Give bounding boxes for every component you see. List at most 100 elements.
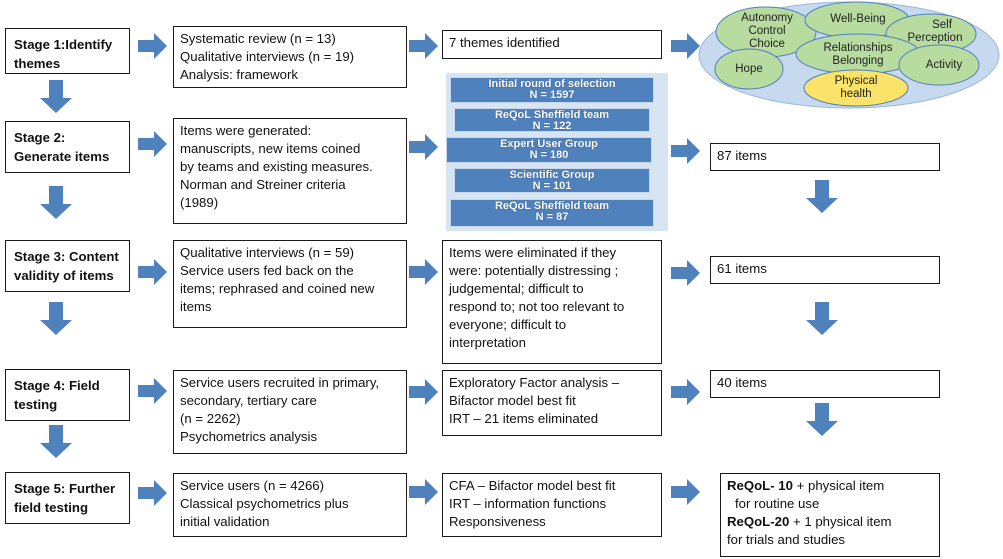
method-4-line-4: Psychometrics analysis xyxy=(180,429,318,444)
theme-relationships-2: Belonging xyxy=(832,55,884,67)
stack-item-5-n: N = 87 xyxy=(535,211,569,223)
method-4-line-3: (n = 2262) xyxy=(180,411,241,426)
stage-2-line-1: Stage 2: xyxy=(14,130,66,145)
selection-stack: Initial round of selection N = 1597 ReQo… xyxy=(446,73,668,231)
ellipse-physical-health xyxy=(803,69,909,107)
stage-1-line-2: themes xyxy=(14,56,61,71)
method-box-2: Items were generated: manuscripts, new i… xyxy=(173,118,407,224)
result-box-5: ReQoL- 10 + physical item for routine us… xyxy=(720,473,940,557)
method-box-4: Service users recruited in primary, seco… xyxy=(173,370,407,454)
result-box-3: 61 items xyxy=(710,256,940,284)
stage-2-box: Stage 2: Generate items xyxy=(5,121,130,173)
stage-1-line-1: Stage 1:Identify xyxy=(14,37,113,52)
analysis-3-line-3: judgemental; difficult to xyxy=(449,281,584,296)
result-5-line-4: for trials and studies xyxy=(727,532,846,547)
stage-5-box: Stage 5: Further field testing xyxy=(5,472,130,524)
reqol-10-rest: + physical item xyxy=(792,478,885,493)
stage-3-line-1: Stage 3: Content xyxy=(14,249,119,264)
theme-hope-label: Hope xyxy=(735,63,763,75)
method-3-line-1: Qualitative interviews (n = 59) xyxy=(180,245,355,260)
method-box-1: Systematic review (n = 13) Qualitative i… xyxy=(173,26,407,88)
theme-physical-2: health xyxy=(840,88,872,100)
stack-item-4-n: N = 101 xyxy=(532,180,572,192)
reqol-10-label: ReQoL- 10 xyxy=(727,478,793,493)
theme-relationships-1: Relationships xyxy=(823,42,893,54)
stack-item-3-n: N = 180 xyxy=(529,149,569,161)
stack-item-1: Initial round of selection N = 1597 xyxy=(450,77,654,103)
analysis-4-line-2: Bifactor model best fit xyxy=(449,393,576,408)
stage-4-line-1: Stage 4: Field xyxy=(14,378,100,393)
stage-4-box: Stage 4: Field testing xyxy=(5,369,130,421)
ellipse-hope xyxy=(714,48,784,90)
stack-item-5: ReQoL Sheffield team N = 87 xyxy=(450,199,654,227)
method-box-3: Qualitative interviews (n = 59) Service … xyxy=(173,240,407,328)
theme-relationships-label: Relationships Belonging xyxy=(808,42,908,68)
stack-item-5-title: ReQoL Sheffield team xyxy=(494,200,610,212)
analysis-3-line-4: respond to; not too relevant to xyxy=(449,299,625,314)
stack-item-2-title: ReQoL Sheffield team xyxy=(494,109,610,121)
analysis-box-1: 7 themes identified xyxy=(442,30,662,59)
theme-autonomy-2: Control xyxy=(748,25,786,37)
method-5-line-1: Service users (n = 4266) xyxy=(180,478,325,493)
stage-1-box: Stage 1:Identify themes xyxy=(5,28,130,74)
method-1-line-1: Systematic review (n = 13) xyxy=(180,31,336,46)
method-2-line-2: manuscripts, new items coined xyxy=(180,141,361,156)
analysis-3-line-2: were: potentially distressing ; xyxy=(449,263,619,278)
analysis-4-line-1: Exploratory Factor analysis – xyxy=(449,375,620,390)
result-5-line-1: ReQoL- 10 + physical item xyxy=(727,477,933,495)
analysis-box-4: Exploratory Factor analysis – Bifactor m… xyxy=(442,370,662,436)
theme-physical-label: Physical health xyxy=(820,75,892,101)
result-5-line-3: ReQoL-20 + 1 physical item xyxy=(727,513,933,531)
theme-activity-label: Activity xyxy=(925,59,963,71)
method-2-line-1: Items were generated: xyxy=(180,123,312,138)
stack-item-2: ReQoL Sheffield team N = 122 xyxy=(454,108,650,132)
theme-autonomy-1: Autonomy xyxy=(741,12,793,24)
theme-wellbeing-label: Well-Being xyxy=(830,13,886,25)
method-4-line-2: secondary, tertiary care xyxy=(180,393,317,408)
stack-item-3-title: Expert User Group xyxy=(500,138,598,150)
result-box-2: 87 items xyxy=(710,143,940,171)
method-5-line-3: initial validation xyxy=(180,514,270,529)
stack-item-3: Expert User Group N = 180 xyxy=(446,137,652,163)
stack-item-2-n: N = 122 xyxy=(532,120,572,132)
method-box-5: Service users (n = 4266) Classical psych… xyxy=(173,473,407,537)
result-2-text: 87 items xyxy=(717,148,767,163)
analysis-5-line-3: Responsiveness xyxy=(449,514,546,529)
stage-2-line-2: Generate items xyxy=(14,149,110,164)
theme-self-1: Self xyxy=(932,19,952,31)
result-5-line-2: for routine use xyxy=(735,496,820,511)
result-4-text: 40 items xyxy=(717,375,767,390)
method-2-line-3: by teams and existing measures. xyxy=(180,159,373,174)
theme-autonomy-label: Autonomy Control Choice xyxy=(736,12,798,51)
ellipse-activity xyxy=(898,44,980,86)
reqol-20-rest: + 1 physical item xyxy=(789,514,892,529)
stack-item-4-title: Scientific Group xyxy=(509,169,595,181)
stage-3-line-2: validity of items xyxy=(14,268,114,283)
stage-5-line-1: Stage 5: Further xyxy=(14,481,116,496)
method-3-line-2: Service users fed back on the xyxy=(180,263,354,278)
analysis-box-5: CFA – Bifactor model best fit IRT – info… xyxy=(442,473,662,537)
method-3-line-4: items xyxy=(180,299,212,314)
theme-self-2: Perception xyxy=(907,32,963,44)
method-2-line-5: (1989) xyxy=(180,195,219,210)
analysis-5-line-2: IRT – information functions xyxy=(449,496,607,511)
method-3-line-3: items; rephrased and coined new xyxy=(180,281,375,296)
theme-autonomy-3: Choice xyxy=(749,38,785,50)
analysis-3-line-5: everyone; difficult to xyxy=(449,317,567,332)
theme-self-perception-label: Self Perception xyxy=(894,19,976,45)
analysis-1-line-1: 7 themes identified xyxy=(449,35,560,50)
stack-item-4: Scientific Group N = 101 xyxy=(454,168,650,193)
method-1-line-3: Analysis: framework xyxy=(180,67,298,82)
stage-5-line-2: field testing xyxy=(14,500,88,515)
result-box-4: 40 items xyxy=(710,370,940,398)
result-3-text: 61 items xyxy=(717,261,767,276)
analysis-box-3: Items were eliminated if they were: pote… xyxy=(442,240,662,364)
stack-item-1-n: N = 1597 xyxy=(529,89,575,101)
method-1-line-2: Qualitative interviews (n = 19) xyxy=(180,49,355,64)
analysis-3-line-6: interpretation xyxy=(449,335,526,350)
method-5-line-2: Classical psychometrics plus xyxy=(180,496,349,511)
analysis-5-line-1: CFA – Bifactor model best fit xyxy=(449,478,616,493)
analysis-4-line-3: IRT – 21 items eliminated xyxy=(449,411,599,426)
method-4-line-1: Service users recruited in primary, xyxy=(180,375,380,390)
